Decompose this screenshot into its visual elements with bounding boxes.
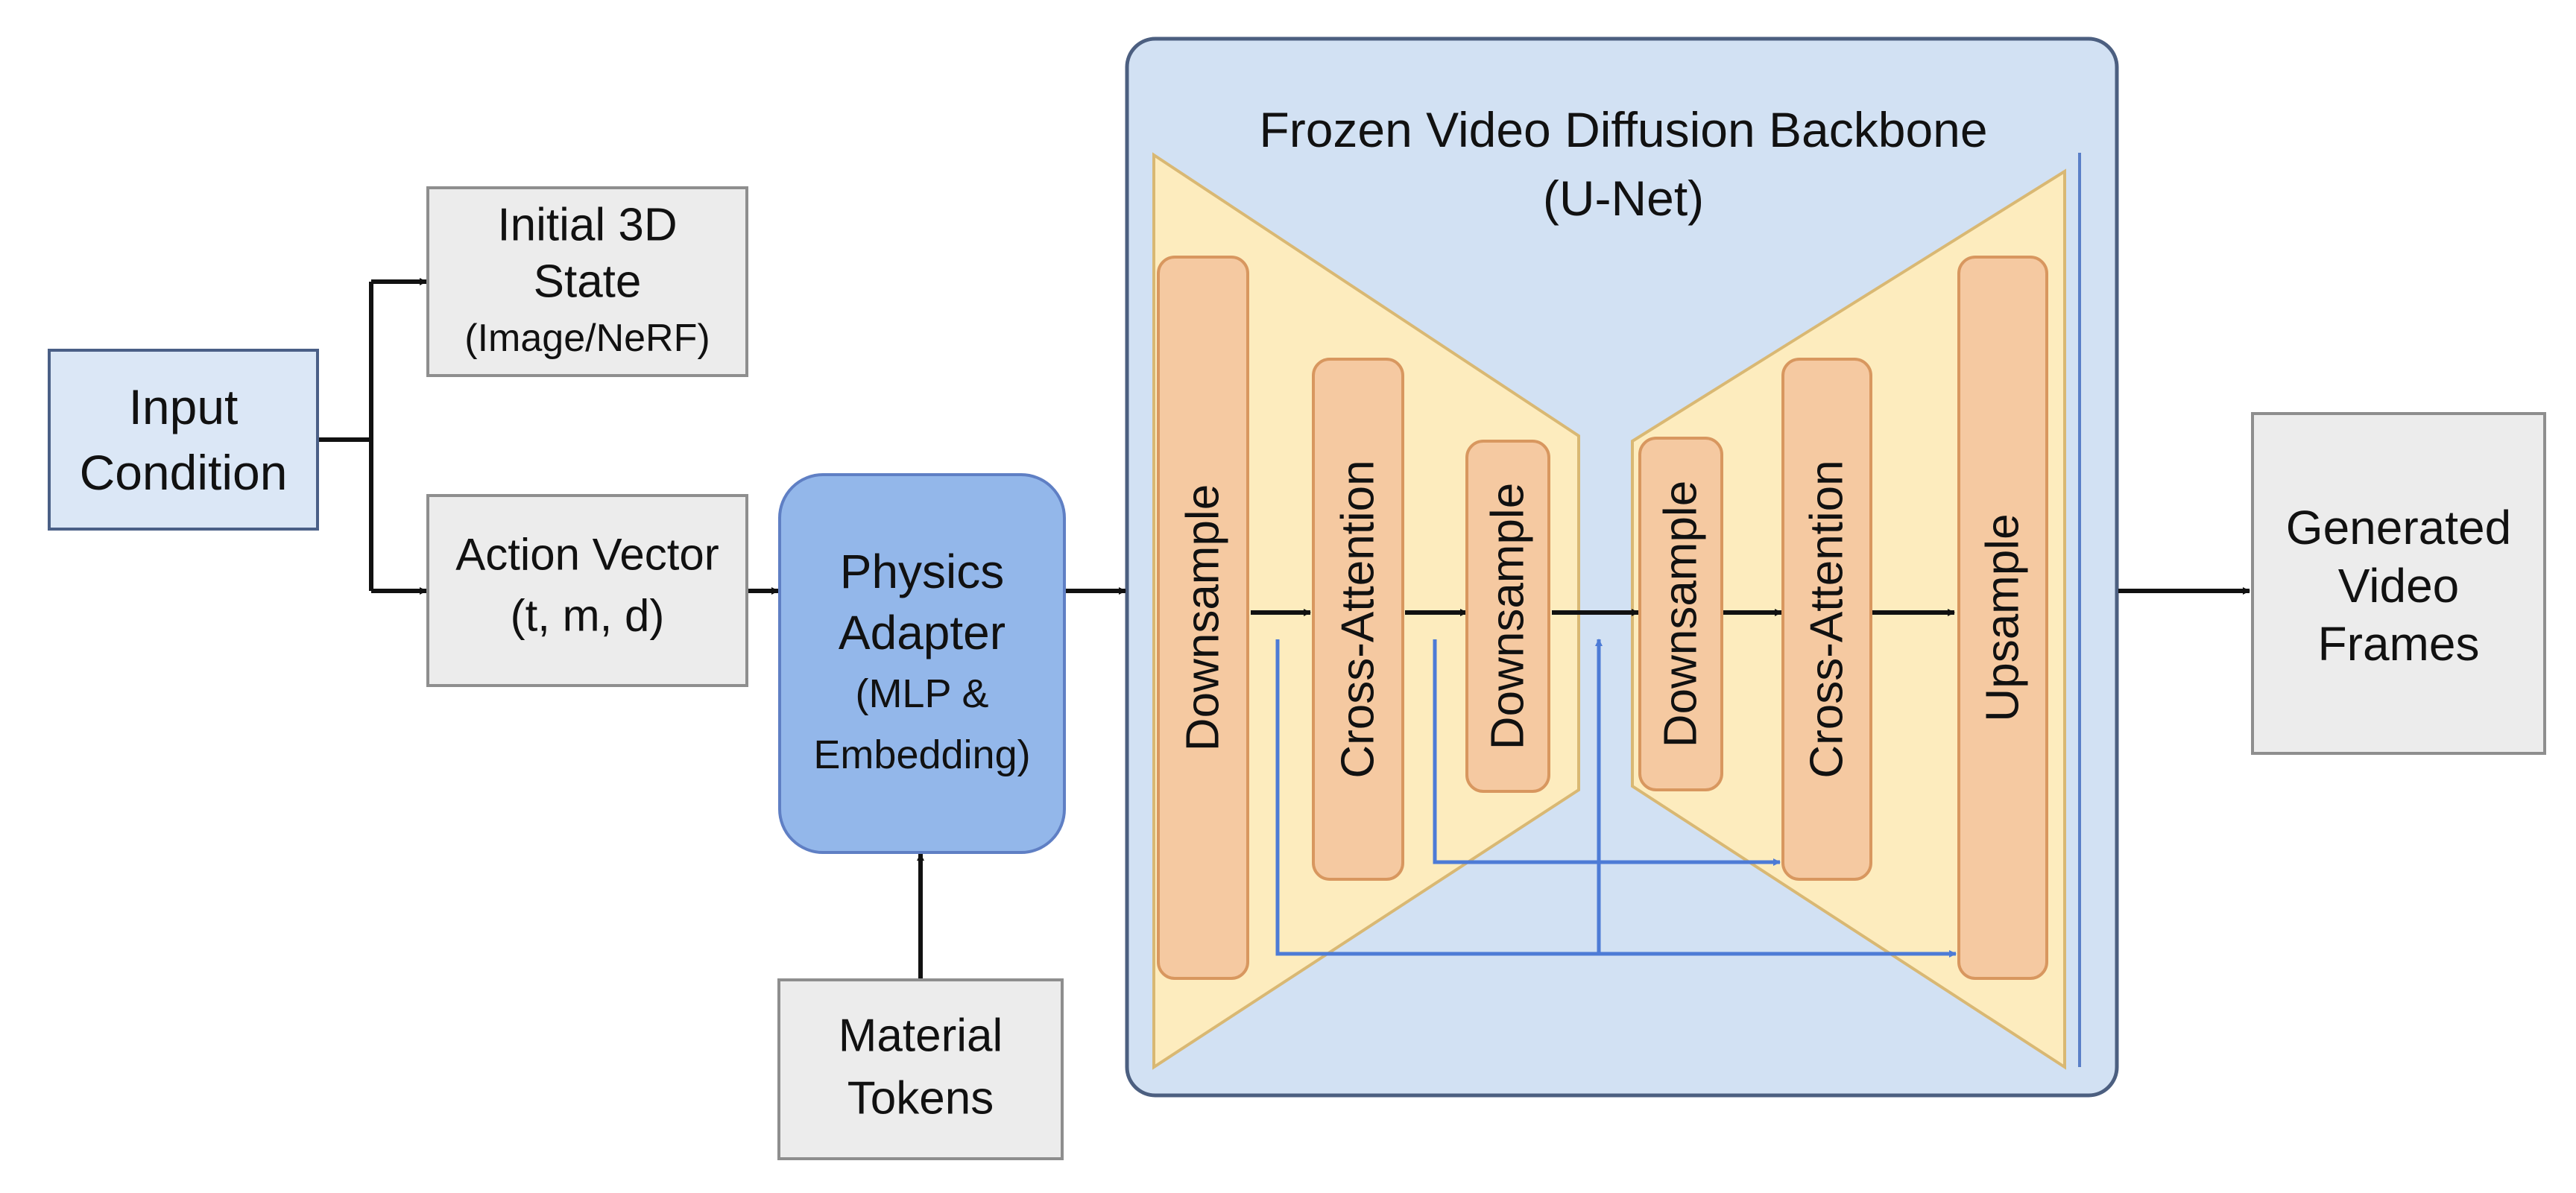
decoder-cross-attention-block (1781, 358, 1872, 881)
label-line: Initial 3D (497, 200, 677, 251)
label-line: Frames (2318, 617, 2480, 671)
flow-arrows (319, 278, 2250, 978)
input-condition-box (48, 349, 319, 531)
label-line: Frozen Video Diffusion Backbone (1259, 102, 1987, 157)
label-line: Tokens (847, 1073, 994, 1124)
label-line: Embedding) (813, 732, 1030, 777)
decoder-downsample-label: Downsample (1655, 481, 1707, 747)
encoder-cross-attention-block (1312, 358, 1404, 881)
label-line: Material (839, 1010, 1003, 1062)
label-line: Video (2338, 559, 2460, 613)
skip-main-to-upsample (1275, 639, 1957, 958)
label-line: Generated (2286, 501, 2511, 554)
label-line: Physics (840, 545, 1005, 598)
label-line: (t, m, d) (511, 591, 665, 641)
decoder-downsample-block (1638, 437, 1723, 791)
label-line: (MLP & (855, 671, 988, 716)
label-line: Input (129, 379, 239, 434)
action-vector-node: Action Vector (t, m, d) (426, 494, 748, 687)
label-line: State (534, 256, 642, 308)
skip-connections (1275, 639, 1957, 958)
encoder-cross-attention-label: Cross-Attention (1333, 460, 1384, 778)
backbone-title: Frozen Video Diffusion Backbone (U-Net) (1259, 102, 1987, 226)
physics-adapter-box (778, 473, 1066, 854)
label-line: (U-Net) (1543, 171, 1704, 226)
encoder-downsample-block-1 (1157, 256, 1249, 980)
initial-state-box (426, 186, 748, 377)
label-line: Adapter (839, 606, 1006, 659)
decoder-cross-attention-label: Cross-Attention (1802, 460, 1853, 778)
generated-frames-box (2251, 412, 2546, 755)
label-line: Condition (80, 445, 288, 500)
material-tokens-box (777, 978, 1064, 1160)
label-line: Action Vector (455, 530, 719, 580)
encoder-downsample-block-2 (1465, 440, 1550, 793)
action-vector-box (426, 494, 748, 687)
unet-blocks: Downsample Cross-Attention Downsample Do… (1157, 256, 2048, 980)
skip-to-crossattn-decoder (1433, 639, 1781, 866)
encoder-downsample-label-2: Downsample (1483, 483, 1534, 750)
decoder-upsample-block (1957, 256, 2048, 980)
encoder-downsample-label-1: Downsample (1178, 484, 1229, 751)
label-line: (Image/NeRF) (464, 317, 710, 360)
decoder-upsample-label: Upsample (1977, 513, 2029, 721)
action-vector-label: Action Vector (t, m, d) (455, 530, 719, 641)
